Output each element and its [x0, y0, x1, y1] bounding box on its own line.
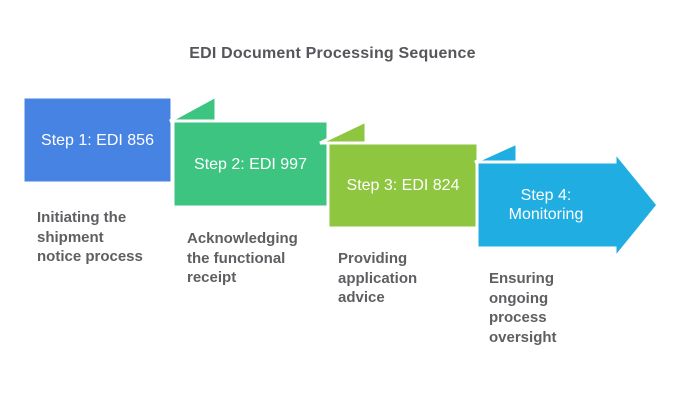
step1-box: [21, 95, 174, 185]
step1-description: Initiating the shipment notice process: [37, 209, 143, 265]
step4-description: Ensuring ongoing process oversight: [489, 270, 557, 346]
step4-fold-triangle: [474, 140, 519, 164]
step2-description: Acknowledging the functional receipt: [187, 230, 298, 286]
step2-label: Step 2: EDI 997: [194, 155, 307, 173]
step4-label: Step 4: Monitoring: [508, 187, 584, 223]
step3-box: [326, 141, 480, 230]
step2-fold-triangle: [169, 93, 218, 123]
step1-label: Step 1: EDI 856: [41, 131, 154, 149]
step4-arrow: [475, 147, 660, 263]
step3-description: Providing application advice: [338, 250, 418, 306]
step3-label: Step 3: EDI 824: [346, 177, 460, 194]
diagram-title: EDI Document Processing Sequence: [189, 45, 476, 62]
